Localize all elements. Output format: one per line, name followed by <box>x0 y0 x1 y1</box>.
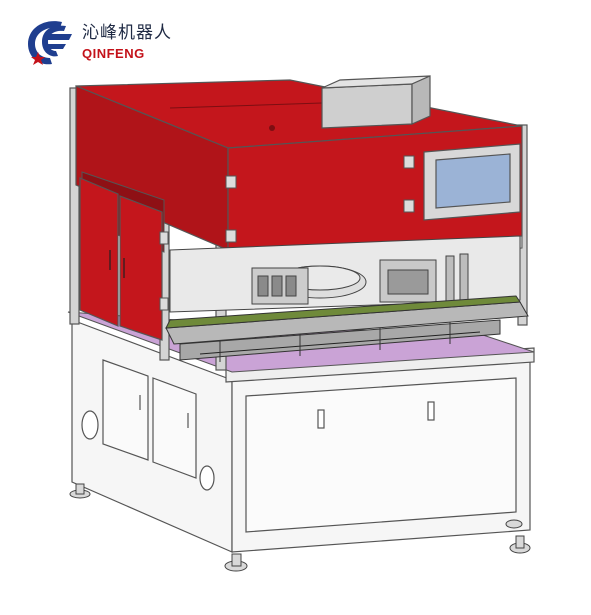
base-feet <box>69 483 531 572</box>
brand-name-en: QINFENG <box>82 46 145 61</box>
qinfeng-logo-icon <box>28 21 72 65</box>
brand-logo: 沁峰机器人 QINFENG <box>22 14 222 74</box>
roof-control-box <box>321 75 431 129</box>
base-front-door <box>245 377 517 533</box>
hmi-screen <box>423 143 521 221</box>
base-vents <box>81 410 215 491</box>
door-hinges <box>159 155 415 311</box>
brand-name-cn: 沁峰机器人 <box>82 23 172 43</box>
base-side-doors <box>102 359 197 479</box>
enclosure-left-doors <box>79 177 163 341</box>
conveyor-track <box>165 295 529 362</box>
